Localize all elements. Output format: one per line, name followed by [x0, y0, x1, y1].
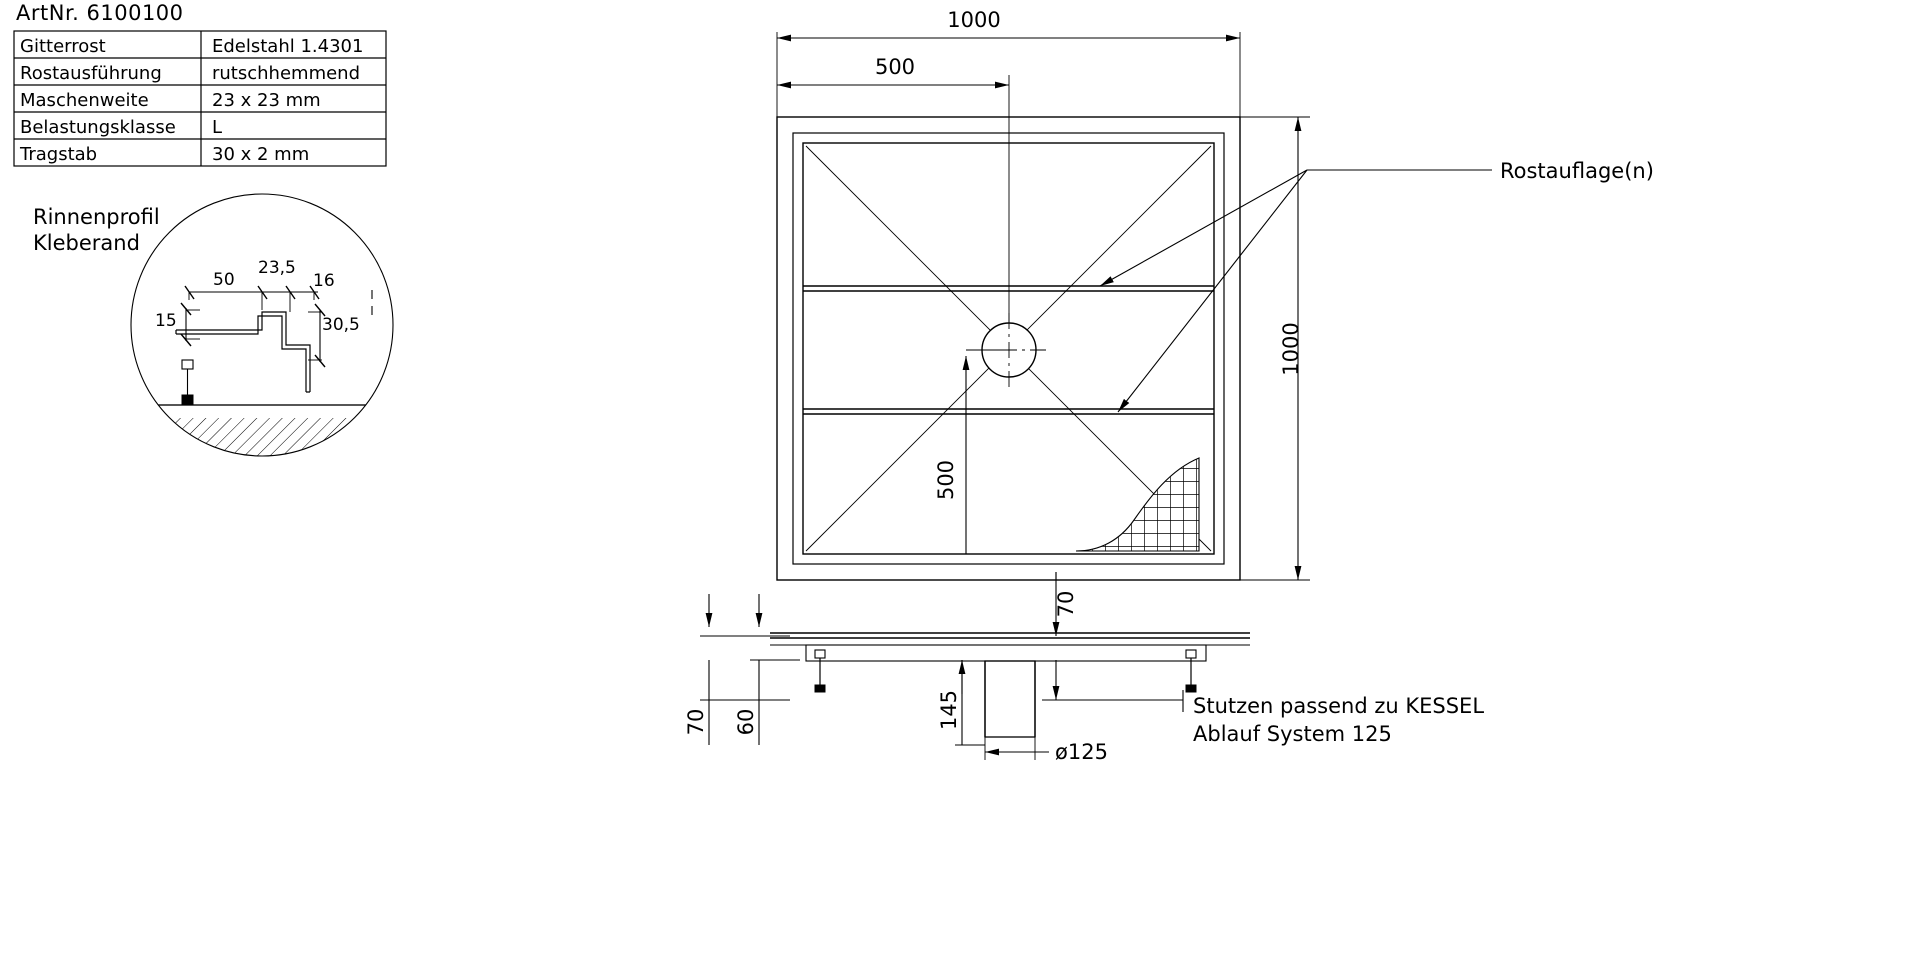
detail-dim-30-5: 30,5: [308, 303, 360, 368]
stutzen-label-line1: Stutzen passend zu KESSEL: [1193, 694, 1484, 718]
detail-label-line1: Rinnenprofil: [33, 205, 160, 229]
section-dim-60-label: 60: [734, 709, 758, 736]
section-dim-60: 60: [734, 594, 800, 745]
stutzen-annotation: Stutzen passend zu KESSEL Ablauf System …: [1042, 690, 1484, 746]
plan-dim-height-1000-label: 1000: [1279, 322, 1303, 375]
rostauflage-bar-upper: [803, 285, 1214, 292]
spec-row-label: Belastungsklasse: [20, 117, 176, 138]
spec-row-value: rutschhemmend: [212, 63, 360, 84]
plan-dim-height-500-label: 500: [934, 460, 958, 500]
stutzen-label-line2: Ablauf System 125: [1193, 722, 1392, 746]
section-dim-diameter: ø125: [984, 737, 1108, 764]
detail-dim-23-5: 23,5: [258, 258, 296, 278]
spec-row-label: Rostausführung: [20, 63, 162, 84]
section-dim-70-right-label: 70: [1054, 591, 1078, 618]
spec-row-label: Gitterrost: [20, 36, 106, 57]
rostauflage-annotation: Rostauflage(n): [1099, 159, 1654, 413]
section-dim-70-left: 70: [684, 594, 790, 745]
detail-dim-30-5-label: 30,5: [322, 315, 360, 335]
spec-row-label: Maschenweite: [20, 90, 149, 111]
spec-row-label: Tragstab: [19, 144, 97, 165]
spec-row-value: 23 x 23 mm: [212, 90, 321, 111]
spec-row-value: L: [212, 117, 222, 138]
plan-dim-1000-label: 1000: [947, 8, 1000, 32]
spec-row-value: 30 x 2 mm: [212, 144, 309, 165]
plan-dim-500-label: 500: [875, 55, 915, 79]
section-dim-145-label: 145: [937, 690, 961, 730]
section-foot-right: [1185, 649, 1197, 693]
section-dim-70-right: 70: [1052, 572, 1078, 700]
plan-view: 1000 500 1000 500 Ros: [776, 8, 1654, 581]
detail-label-line2: Kleberand: [33, 231, 140, 255]
section-dim-145: 145: [937, 660, 985, 746]
plan-dim-width-500: 500: [777, 55, 1010, 323]
section-outlet-spigot: [984, 660, 1036, 738]
detail-dim-15: 15: [155, 302, 200, 347]
section-view: 70 60 145 70 ø125: [684, 572, 1484, 764]
section-foot-left: [814, 649, 826, 693]
plan-dim-height-500: 500: [934, 349, 1009, 554]
detail-dim-50: 50: [213, 270, 235, 290]
detail-dim-16: 16: [313, 271, 335, 291]
grate-mesh-corner: [1075, 457, 1200, 552]
rostauflage-bar-lower: [803, 408, 1214, 415]
detail-circle-view: 50 23,5 16 15 30,5 Rinnenprofil Kleberan…: [33, 193, 394, 457]
page-title: ArtNr. 6100100: [16, 1, 184, 25]
plan-dim-height-1000: 1000: [1235, 116, 1310, 581]
rostauflage-label: Rostauflage(n): [1500, 159, 1654, 183]
detail-dim-horizontal: 50 23,5 16: [184, 258, 335, 312]
section-dim-70-left-label: 70: [684, 709, 708, 736]
detail-dim-15-label: 15: [155, 311, 177, 331]
section-dim-diameter-label: ø125: [1055, 740, 1108, 764]
plan-dim-width-1000: 1000: [776, 8, 1241, 126]
spec-row-value: Edelstahl 1.4301: [212, 36, 363, 57]
spec-table: Gitterrost Edelstahl 1.4301 Rostausführu…: [13, 30, 387, 167]
